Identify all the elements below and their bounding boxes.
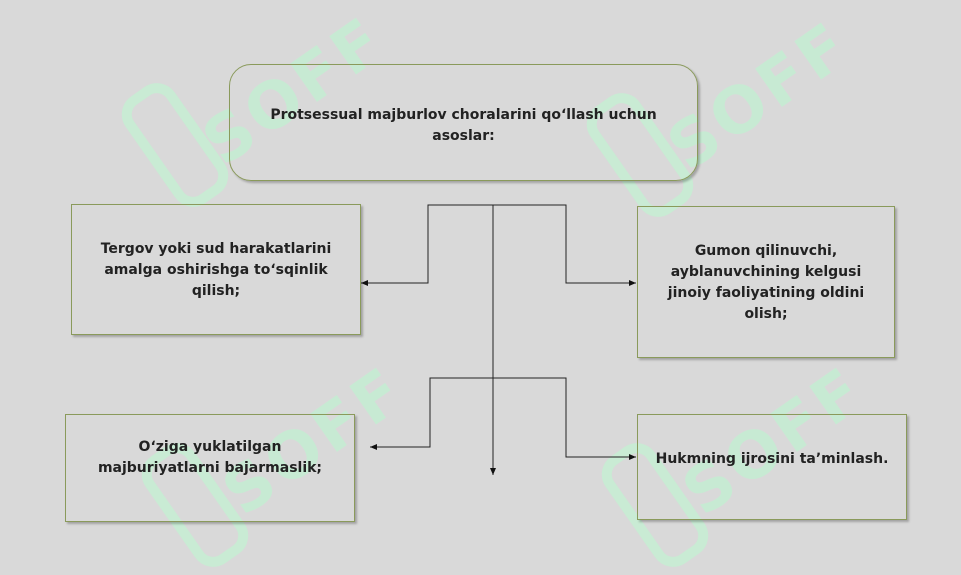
connector-top-left [361,204,493,286]
connector-bottom-right [493,377,636,460]
child-node-text: Hukmning ijrosini taʼminlash. [655,451,889,467]
diagram-connectors [361,204,636,475]
connector-bottom-left [370,377,493,450]
root-node-box: Protsessual majburlov choralarini qoʻlla… [229,64,698,181]
child-node-box: Tergov yoki sud harakatlarini amalga osh… [71,204,361,335]
child-node-box: Hukmning ijrosini taʼminlash. [637,414,907,520]
child-node-box: Oʻziga yuklatilgan majburiyatlarni bajar… [65,414,355,522]
child-node-box: Gumon qilinuvchi, ayblanuvchining kelgus… [637,206,895,358]
child-node-text: Oʻziga yuklatilgan majburiyatlarni bajar… [97,439,323,476]
root-node-text: Protsessual majburlov choralarini qoʻlla… [270,107,657,144]
connector-top-right [493,204,636,286]
child-node-text: Tergov yoki sud harakatlarini amalga osh… [100,241,332,299]
child-node-text: Gumon qilinuvchi, ayblanuvchining kelgus… [667,243,865,322]
